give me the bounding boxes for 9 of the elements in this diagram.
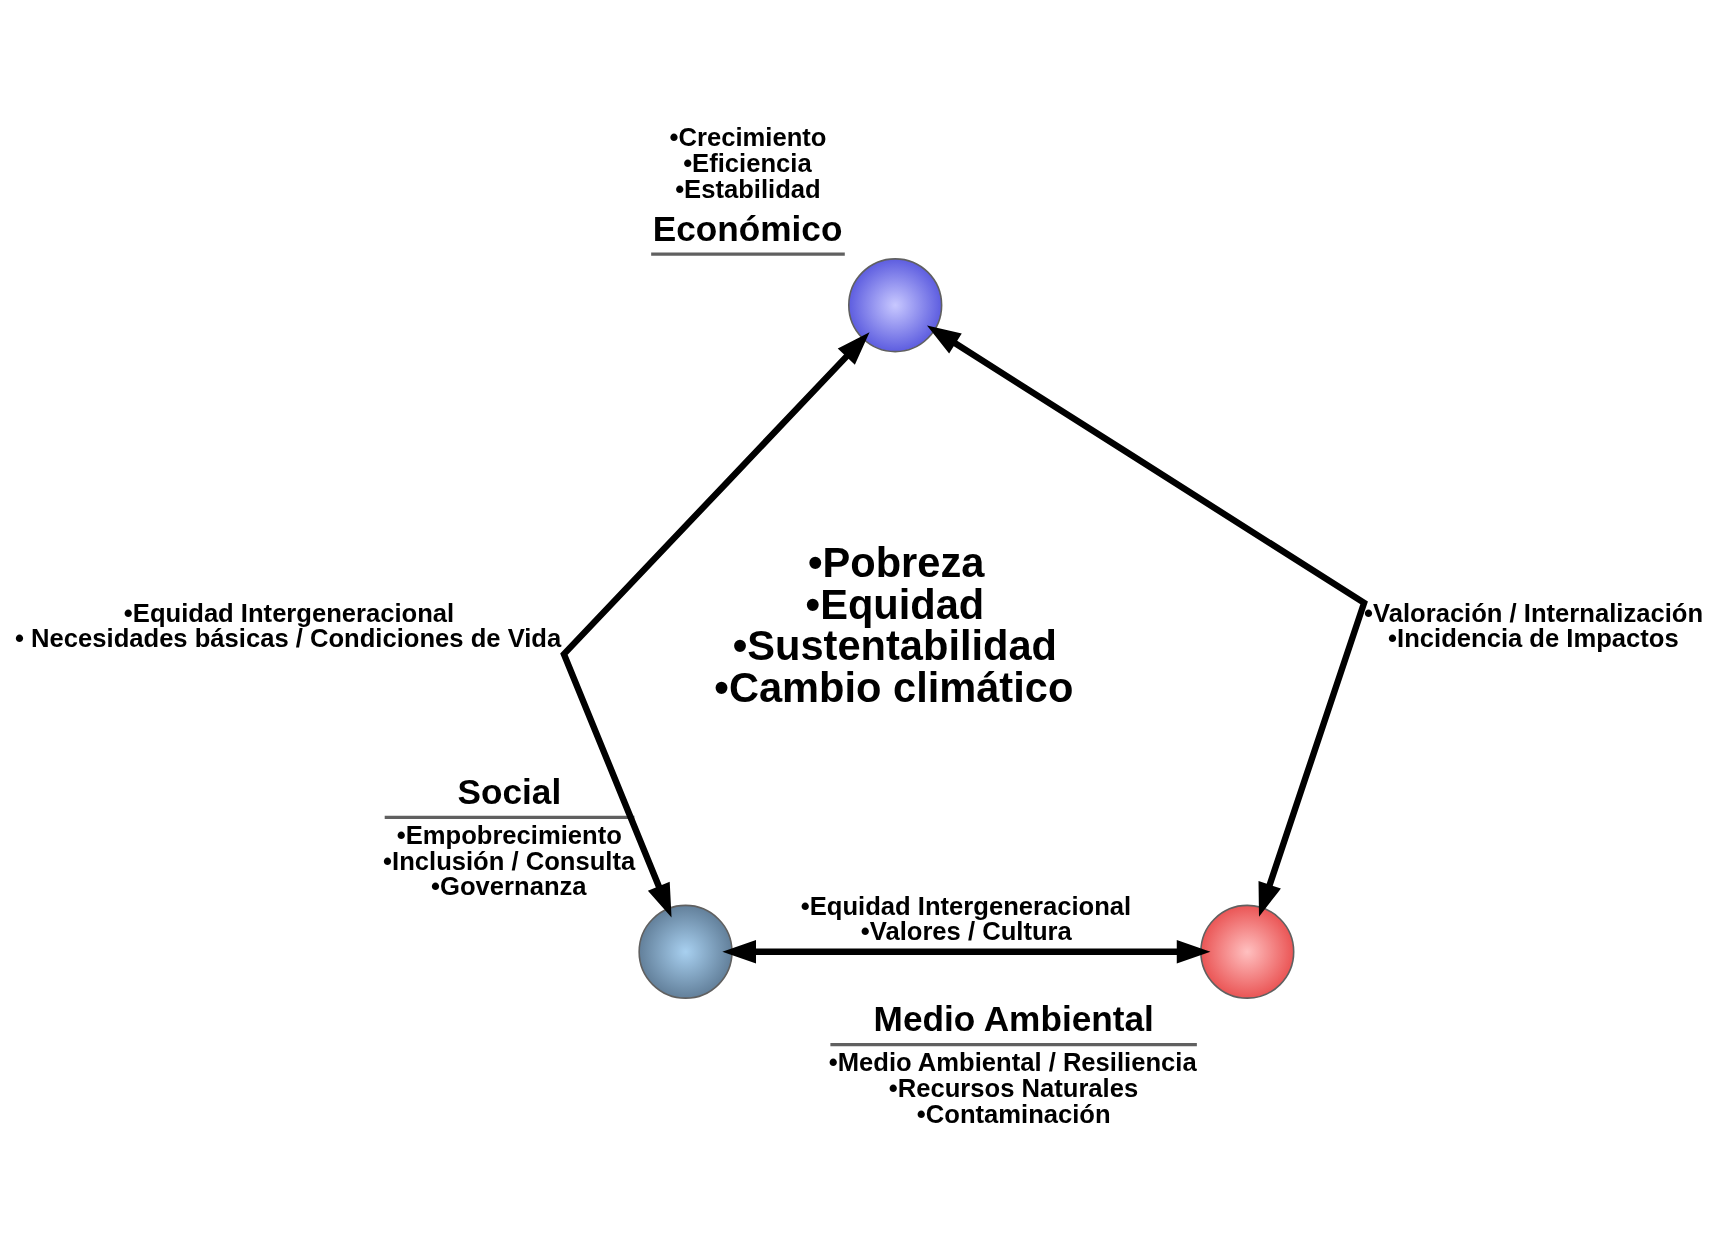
edge-label: •Equidad Intergeneracional • Necesidades básicas / Condiciones de Vida xyxy=(15,598,562,653)
label: •Pobreza xyxy=(807,538,985,586)
node-label: •Medio Ambiental / Resiliencia •Recursos Naturales •Contaminación xyxy=(828,1048,1197,1128)
edge-label: •Valoración / Internalización •Incidencia de Impactos xyxy=(1364,598,1704,653)
node-label: Social xyxy=(457,771,562,811)
edge-label: •Equidad Intergeneracional •Valores / Cultura xyxy=(800,891,1132,946)
node-label: Económico xyxy=(652,208,843,248)
node-label: •Crecimiento •Eficiencia •Estabilidad xyxy=(669,123,827,203)
label: •Cambio climático xyxy=(714,663,1074,711)
